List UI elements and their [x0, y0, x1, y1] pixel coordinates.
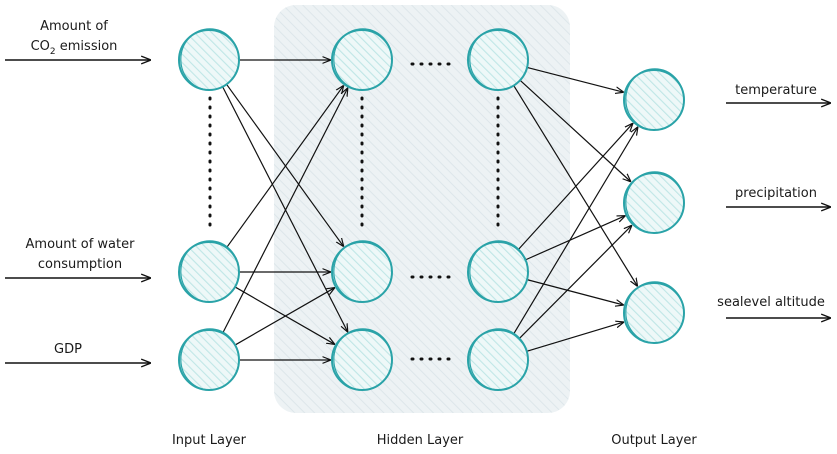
- input-label-co2-line1: Amount of: [40, 19, 108, 34]
- edge-input1-hidden2: [234, 286, 334, 344]
- edge-hidden2-output2: [526, 322, 624, 352]
- input-node-3: [178, 328, 240, 391]
- edge-input2-hidden1: [234, 288, 334, 346]
- output-node-1: [623, 68, 685, 131]
- edge-input0-hidden1: [226, 83, 344, 246]
- hidden-node-a-1: [331, 28, 393, 91]
- hidden-node-a-3: [331, 328, 393, 391]
- edge-input1-hidden0: [226, 86, 344, 249]
- edge-hidden0-output0: [526, 66, 623, 92]
- edge-hidden1-output1: [525, 216, 624, 261]
- hidden-node-b-2: [467, 240, 529, 303]
- output-node-2: [623, 171, 685, 234]
- edge-input2-hidden0: [222, 89, 348, 334]
- output-label-temperature: temperature: [735, 83, 817, 98]
- layer-label-output: Output Layer: [611, 433, 697, 448]
- edge-hidden0-output1: [519, 79, 630, 181]
- layer-label-input: Input Layer: [172, 433, 247, 448]
- input-label-water-line2: consumption: [38, 257, 122, 272]
- edge-hidden1-output0: [517, 124, 632, 251]
- hidden-node-b-1: [467, 28, 529, 91]
- nodes: [178, 28, 685, 391]
- edge-hidden2-output1: [518, 226, 631, 340]
- output-label-sealevel: sealevel altitude: [717, 295, 825, 310]
- input-node-1: [178, 28, 240, 91]
- input-label-water-line1: Amount of water: [26, 237, 136, 252]
- output-label-precipitation: precipitation: [735, 186, 817, 201]
- ellipsis-dots: [208, 62, 500, 361]
- input-label-gdp: GDP: [54, 342, 82, 357]
- input-arrows: [5, 60, 150, 363]
- connections: [222, 60, 638, 360]
- edge-hidden0-output2: [513, 85, 637, 286]
- input-node-2: [178, 240, 240, 303]
- output-arrows: [726, 103, 830, 318]
- co2-main: CO: [31, 39, 50, 54]
- layer-label-hidden: Hidden Layer: [377, 433, 464, 448]
- input-label-co2-line2: CO2 emission: [31, 39, 118, 57]
- hidden-node-a-2: [331, 240, 393, 303]
- hidden-node-b-3: [467, 328, 529, 391]
- output-node-3: [623, 281, 685, 344]
- co2-rest: emission: [56, 39, 118, 54]
- edge-hidden2-output0: [512, 127, 637, 335]
- co2-subscript: 2: [50, 47, 56, 57]
- hidden-layer-panel: [274, 5, 570, 413]
